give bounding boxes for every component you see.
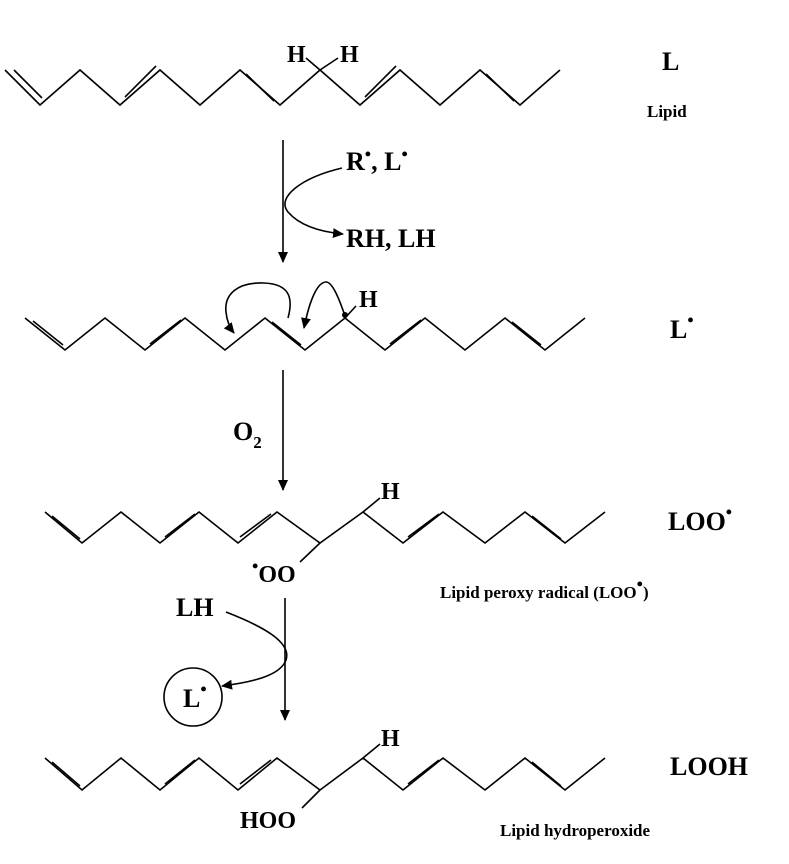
oxygen-reagent: O2 [233, 417, 262, 452]
double-bond [364, 65, 397, 98]
lipid-caption: Lipid [647, 102, 687, 121]
hydrogen-label-left: H [287, 42, 306, 68]
double-bond [124, 65, 157, 98]
hydrogen-label-right: H [340, 42, 359, 68]
lipid-radical-circle [163, 667, 223, 727]
double-bond [531, 515, 562, 540]
peroxy-oo: OO [258, 562, 295, 588]
h-bond [319, 57, 339, 71]
curved-arrow-3 [221, 611, 288, 690]
hydrogen-label: H [359, 287, 378, 313]
curved-arrow-electron-shift-left [223, 282, 291, 334]
double-bond [531, 761, 562, 787]
peroxy-caption-main: Lipid peroxy radical (LOO [440, 583, 637, 602]
peroxy-caption-close: ) [643, 583, 649, 602]
lipid-peroxy-structure: H •OO [44, 479, 606, 588]
radical-site-dot [342, 312, 348, 318]
lipid-symbol: L [662, 47, 679, 76]
h-bond [305, 57, 321, 71]
oxygen-letter: O [233, 417, 253, 446]
h-bond [362, 743, 381, 759]
peroxy-radical-symbol: LOO• [668, 502, 732, 536]
double-bond [407, 513, 440, 538]
lipid-chain [4, 68, 561, 107]
radical-dot: • [726, 502, 732, 522]
hydrogen-label: H [381, 726, 400, 752]
double-bond [164, 759, 196, 785]
step1-arrows [278, 140, 344, 263]
peroxy-chain-left [44, 510, 606, 545]
double-bond [51, 515, 81, 540]
ooh-bond [301, 789, 321, 809]
double-bond [51, 761, 81, 787]
double-bond [164, 513, 196, 538]
curved-arrow-1 [284, 167, 344, 239]
radical-dot: • [200, 679, 206, 699]
step1-products: RH, LH [346, 224, 436, 253]
double-bond [245, 73, 275, 102]
hydroperoxide-symbol: LOOH [670, 752, 748, 781]
double-bond [32, 320, 64, 346]
hydroperoxy-group-label: HOO [240, 808, 296, 834]
radical-dot: • [252, 556, 258, 576]
lipid-radical-label: , L [371, 147, 401, 176]
double-bond [271, 321, 302, 346]
hydroperoxide-caption: Lipid hydroperoxide [500, 821, 651, 840]
double-bond [13, 69, 43, 99]
radical-dot: • [365, 144, 371, 164]
oxygen-subscript: 2 [253, 433, 262, 452]
double-bond [239, 513, 272, 538]
h-bond [362, 497, 381, 513]
lipid-radical-structure: H [24, 281, 586, 352]
oo-bond [299, 542, 321, 563]
double-bond [389, 319, 422, 345]
radical-dot: • [687, 310, 693, 330]
double-bond [511, 321, 542, 346]
lipid-donor-label: LH [176, 593, 214, 622]
double-bond [407, 759, 440, 785]
hydrogen-label: H [381, 479, 400, 505]
lipid-radical-letter: L [670, 315, 687, 344]
regenerated-lipid-radical: L• [183, 679, 207, 713]
regenerated-radical-letter: L [183, 684, 200, 713]
lipid-hydroperoxide-structure: H HOO [44, 726, 606, 834]
lipid-radical-chain [24, 316, 586, 352]
double-bond [149, 319, 182, 345]
initiator-radicals: R•, L• [346, 144, 408, 176]
radical-dot: • [637, 574, 643, 594]
peroxy-radical-caption: Lipid peroxy radical (LOO•) [440, 574, 649, 602]
double-bond [485, 73, 515, 102]
peroxy-group-label: •OO [252, 556, 296, 588]
lipid-radical-symbol: L• [670, 310, 694, 344]
peroxy-letters: LOO [668, 507, 726, 536]
hydroperoxide-chain [44, 756, 606, 792]
radical-dot: • [401, 144, 407, 164]
lipid-structure: H H [4, 42, 561, 107]
double-bond [239, 759, 272, 785]
curved-arrow-electron-shift-right [301, 281, 345, 329]
initiator-label: R [346, 147, 365, 176]
